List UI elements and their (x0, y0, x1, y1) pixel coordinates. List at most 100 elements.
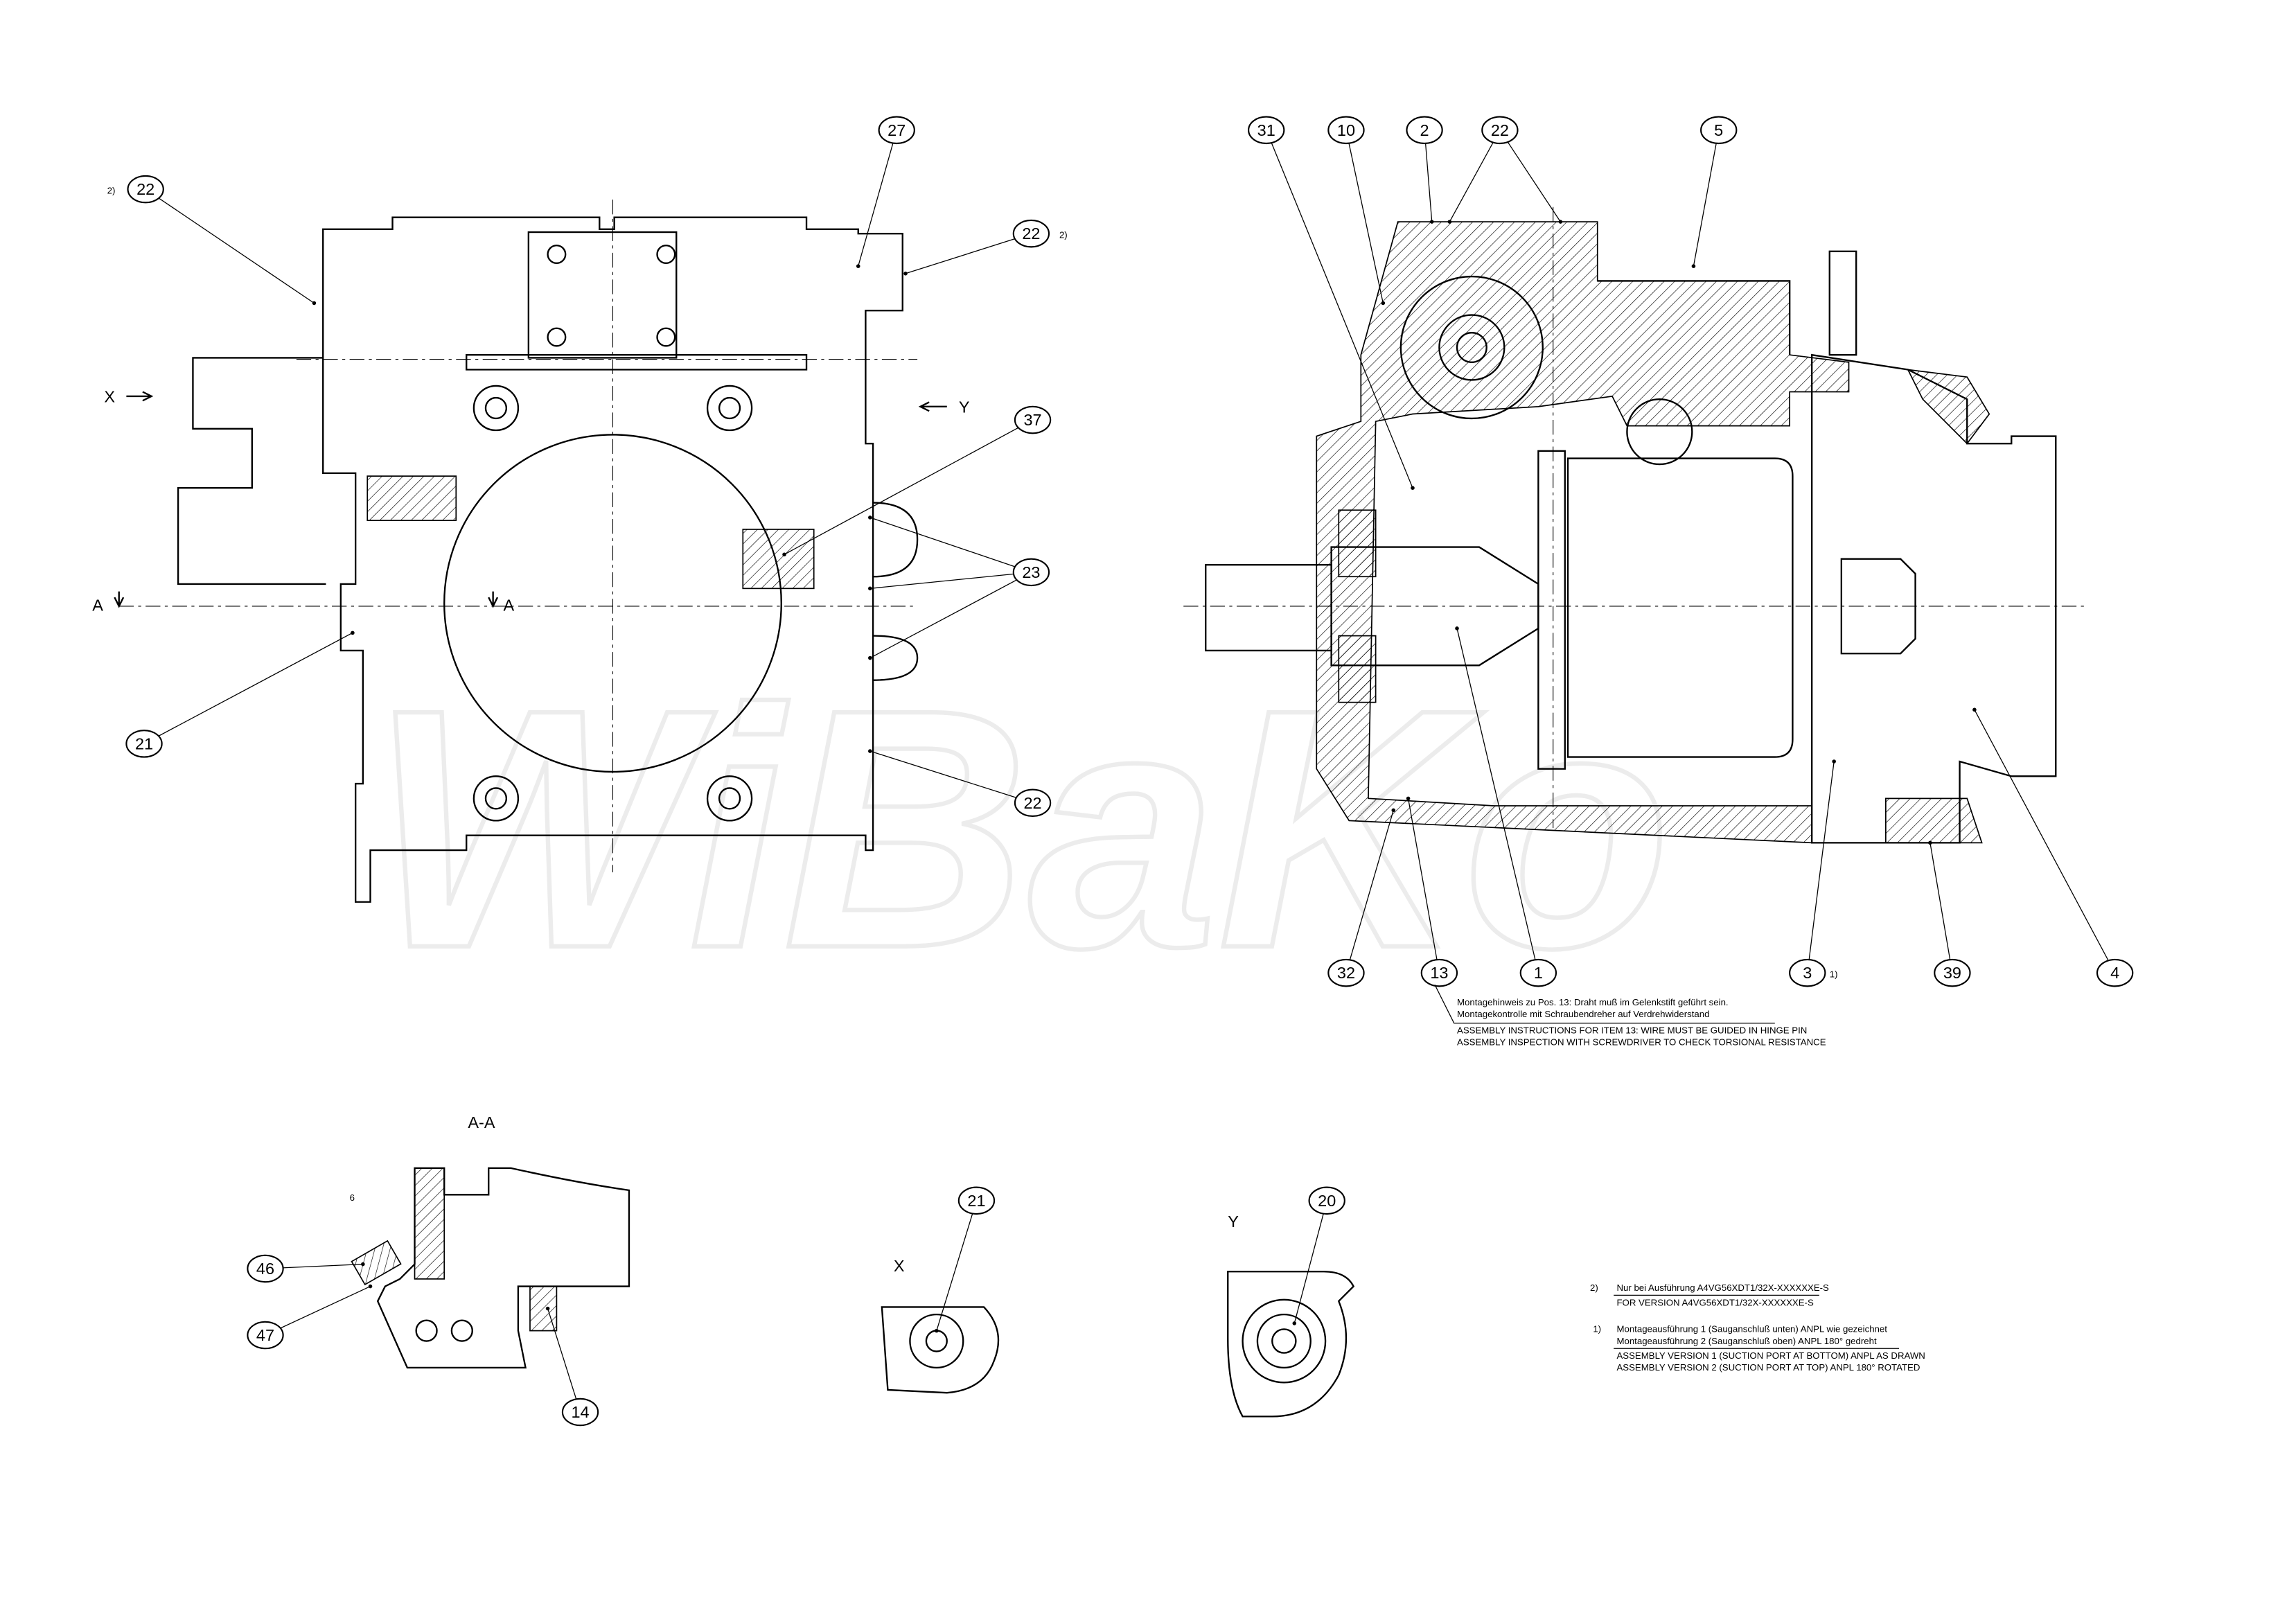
fn2-en: FOR VERSION A4VG56XDT1/32X-XXXXXXE-S (1616, 1297, 1813, 1307)
footnote-mark-left-22: 2) (107, 186, 116, 196)
leader-line (1449, 130, 1501, 222)
callout-20: 20 (1292, 1186, 1345, 1325)
leader-line (784, 419, 1033, 555)
callout-2: 2 (1406, 116, 1443, 224)
leader-dot (368, 1284, 373, 1289)
leader-line (1499, 130, 1561, 222)
callout-balloon (2096, 958, 2134, 987)
callout-balloon (1700, 116, 1738, 145)
callout-number: 10 (1337, 121, 1355, 139)
callout-23: 23 (868, 515, 1050, 660)
leader-line (1345, 810, 1394, 973)
callout-number: 32 (1337, 964, 1355, 982)
view-y-detail: Y (1227, 1213, 1355, 1418)
leader-dot (903, 272, 908, 276)
footnote-mark-item-3: 1) (1830, 969, 1838, 980)
fn1-en-2: ASSEMBLY VERSION 2 (SUCTION PORT AT TOP)… (1616, 1362, 1920, 1373)
callout-balloon (1327, 958, 1365, 987)
callout-number: 47 (256, 1326, 274, 1344)
fn1-de-2: Montageausführung 2 (Sauganschluß oben) … (1616, 1336, 1877, 1346)
callout-balloon (247, 1254, 284, 1283)
leader-dot (361, 1262, 365, 1267)
callout-balloon (1014, 405, 1052, 434)
leader-dot (868, 749, 872, 753)
leader-dot (351, 631, 355, 635)
leader-dot (856, 264, 860, 268)
fn1-de-1: Montageausführung 1 (Sauganschluß unten)… (1616, 1324, 1887, 1334)
callout-number: 5 (1714, 121, 1723, 139)
watermark: WiBaKo (371, 640, 1671, 1019)
callout-22: 22 (1447, 116, 1563, 224)
callout-21: 21 (935, 1186, 996, 1333)
callout-32: 32 (1327, 808, 1396, 987)
leader-dot (1411, 486, 1415, 490)
callout-balloon (1481, 116, 1519, 145)
leader-dot (1429, 220, 1434, 224)
leader-dot (935, 1328, 939, 1333)
callout-balloon (1420, 958, 1458, 987)
leader-line (145, 188, 315, 304)
leader-line (547, 1308, 581, 1413)
callout-22: 22 (903, 219, 1050, 276)
callout-balloon (878, 116, 915, 145)
dimension-6: 6 (350, 1192, 355, 1203)
callout-number: 22 (1023, 794, 1041, 812)
callout-number: 14 (571, 1403, 589, 1421)
leader-line (905, 233, 1032, 274)
section-a-right-label: A (504, 596, 515, 614)
view-y-arrow-label: Y (959, 398, 970, 416)
callout-10: 10 (1327, 116, 1386, 306)
section-a-left-label: A (92, 596, 103, 614)
leader-line (1929, 843, 1953, 973)
callout-balloon (1012, 558, 1050, 587)
leader-line (869, 750, 1033, 804)
callout-14: 14 (545, 1306, 599, 1427)
leader-line (869, 572, 1032, 659)
callout-balloon (1519, 958, 1557, 987)
view-x-detail: X (881, 1257, 1000, 1394)
footnote-mark-right-22: 2) (1059, 230, 1068, 240)
callout-balloon (1934, 958, 1971, 987)
callout-balloon (561, 1398, 599, 1427)
callout-22: 22 (127, 175, 317, 306)
leader-dot (1558, 220, 1563, 224)
callout-number: 13 (1430, 964, 1448, 982)
callout-number: 4 (2110, 964, 2119, 982)
leader-dot (1292, 1321, 1297, 1325)
callout-number: 46 (256, 1260, 274, 1278)
leader-line (1693, 130, 1720, 267)
callout-number: 2 (1420, 121, 1429, 139)
callout-number: 22 (1022, 224, 1040, 243)
callout-5: 5 (1691, 116, 1738, 268)
leader-line (1974, 709, 2116, 973)
callout-31: 31 (1248, 116, 1415, 490)
callout-number: 1 (1534, 964, 1543, 982)
callout-27: 27 (856, 116, 915, 268)
leader-line (265, 1286, 371, 1336)
callout-number: 31 (1257, 121, 1275, 139)
leader-dot (312, 301, 317, 306)
leader-dot (1391, 808, 1396, 813)
callout-balloon (125, 730, 163, 758)
leader-line (1807, 761, 1835, 973)
leader-dot (1455, 626, 1459, 631)
fn1-mark: 1) (1593, 1324, 1601, 1334)
note-en-1: ASSEMBLY INSTRUCTIONS FOR ITEM 13: WIRE … (1457, 1025, 1807, 1036)
callout-3: 3 (1789, 759, 1836, 987)
view-y-label: Y (1228, 1213, 1239, 1231)
leader-dot (868, 586, 872, 591)
section-a-a-view: A-A 6 (350, 1113, 630, 1369)
leader-dot (1447, 220, 1452, 224)
leader-dot (1832, 759, 1836, 764)
leader-dot (868, 655, 872, 660)
callout-number: 39 (1943, 964, 1961, 982)
callout-46: 46 (247, 1254, 365, 1283)
leader-line (858, 130, 897, 267)
callout-balloon (1014, 788, 1052, 818)
leader-line (1407, 798, 1440, 973)
fn2-mark: 2) (1590, 1282, 1598, 1293)
leader-line (936, 1200, 978, 1331)
leader-line (143, 632, 353, 744)
